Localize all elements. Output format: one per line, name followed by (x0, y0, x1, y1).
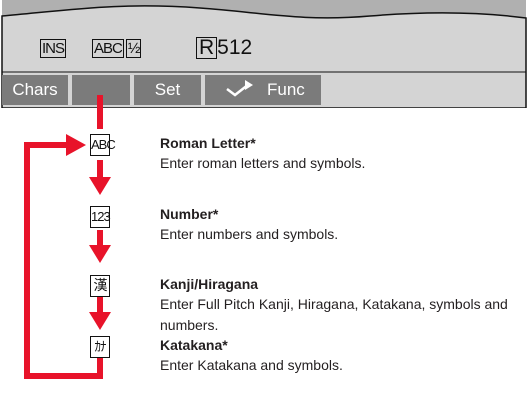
chars-softkey[interactable]: Chars (2, 75, 68, 105)
chars-label: Chars (12, 80, 58, 99)
arrow-1-head (89, 177, 111, 195)
roman-mode-desc: Enter roman letters and symbols. (160, 155, 366, 171)
set-softkey[interactable]: Set (134, 75, 201, 105)
func-softkey[interactable]: Func (205, 75, 321, 105)
loop-back-arrowhead (66, 134, 86, 156)
arrow-2-head (89, 245, 111, 263)
insert-mode-indicator: INS (40, 39, 67, 58)
roman-mode-title: Roman Letter* (160, 135, 256, 151)
number-mode-desc: Enter numbers and symbols. (160, 226, 339, 242)
katakana-mode-title: Katakana* (160, 337, 228, 353)
arrow-3-shaft (97, 297, 103, 315)
kanji-mode-title: Kanji/Hiragana (160, 276, 259, 292)
roman-mode-icon: ABC (90, 134, 116, 156)
r-icon: R (196, 37, 218, 59)
katakana-mode-desc: Enter Katakana and symbols. (160, 357, 343, 373)
loop-back-line (24, 142, 103, 379)
arrow-3-head (89, 312, 111, 330)
half-pitch-label: ½ (125, 39, 142, 58)
number-mode-icon: 123 (90, 206, 111, 228)
lcd-background (1, 0, 527, 108)
arrow-1-shaft (97, 160, 103, 180)
katakana-mode-icon: ｶﾅ (90, 336, 110, 358)
func-label: Func (267, 80, 305, 99)
number-mode-title: Number* (160, 206, 219, 222)
abc-label: ABC (92, 39, 124, 58)
set-label: Set (154, 80, 181, 99)
return-arrow-icon (226, 80, 253, 97)
arrow-2-shaft (97, 230, 103, 248)
pointer-bar (97, 95, 103, 129)
ins-label: INS (40, 39, 67, 58)
kanji-mode-icon: 漢 (90, 275, 110, 297)
remaining-count: 512 (217, 36, 253, 59)
kanji-mode-desc: Enter Full Pitch Kanji, Hiragana, Kataka… (160, 296, 508, 333)
